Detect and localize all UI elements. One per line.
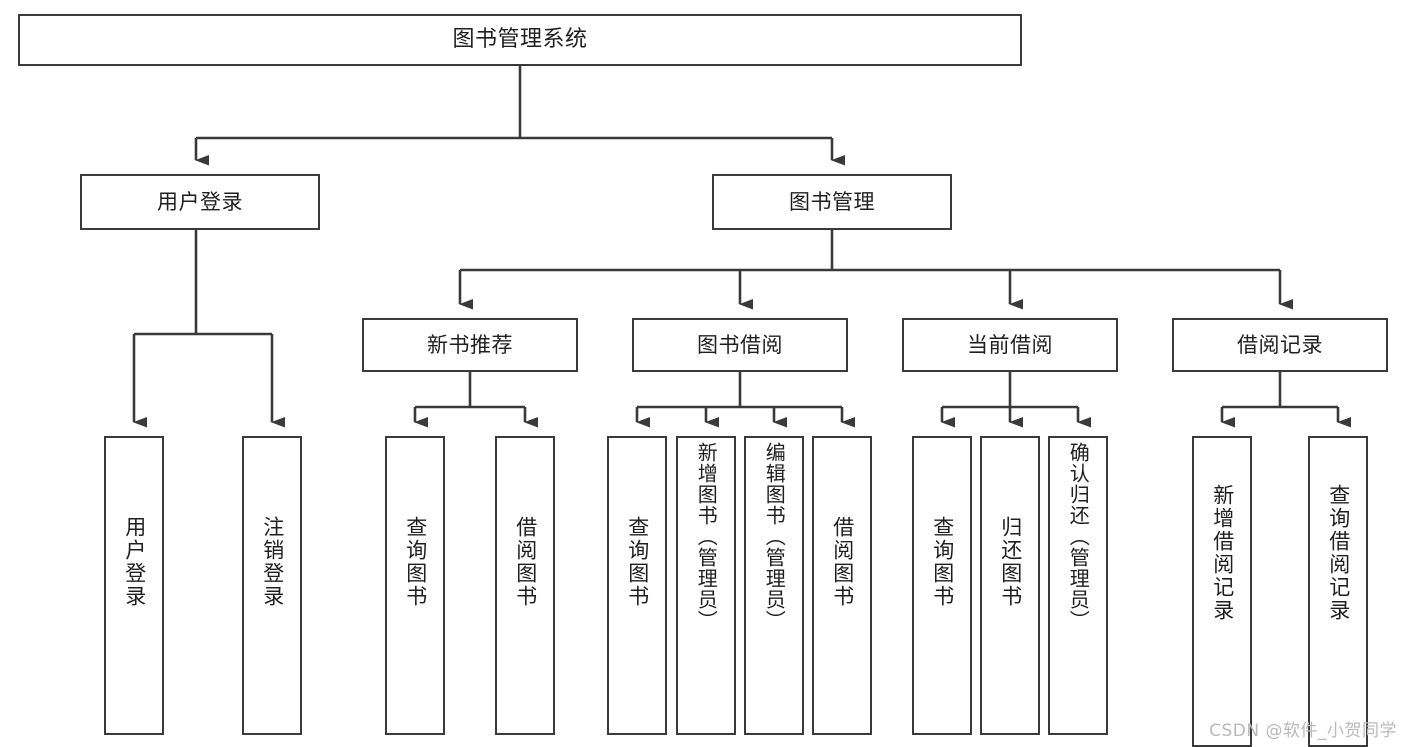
node-leaf-query-book-1[interactable]: 查询图书 xyxy=(385,436,445,735)
node-user-login-label: 用户登录 xyxy=(157,189,243,214)
node-leaf-query-book-3-label: 查询图书 xyxy=(930,516,955,608)
node-book-management[interactable]: 图书管理 xyxy=(712,174,952,230)
node-leaf-borrow-book-1-label: 借阅图书 xyxy=(513,516,538,608)
node-leaf-add-book-label: 新增图书（管理员） xyxy=(694,442,719,631)
node-leaf-query-book-3[interactable]: 查询图书 xyxy=(912,436,972,735)
node-leaf-edit-book[interactable]: 编辑图书（管理员） xyxy=(744,436,804,735)
node-leaf-logout[interactable]: 注销登录 xyxy=(242,436,302,735)
node-leaf-add-record-label: 新增借阅记录 xyxy=(1210,484,1235,622)
node-new-book-recommend-label: 新书推荐 xyxy=(427,332,513,357)
node-borrow-record[interactable]: 借阅记录 xyxy=(1172,318,1388,372)
node-book-borrow-label: 图书借阅 xyxy=(697,332,783,357)
node-borrow-record-label: 借阅记录 xyxy=(1237,332,1323,357)
node-leaf-borrow-book-2[interactable]: 借阅图书 xyxy=(812,436,872,735)
node-leaf-return-book[interactable]: 归还图书 xyxy=(980,436,1040,735)
node-leaf-query-book-1-label: 查询图书 xyxy=(403,516,428,608)
node-leaf-add-book[interactable]: 新增图书（管理员） xyxy=(676,436,736,735)
node-leaf-edit-book-label: 编辑图书（管理员） xyxy=(762,442,787,631)
watermark: CSDN @软件_小贺同学 xyxy=(1209,721,1397,741)
node-root-label: 图书管理系统 xyxy=(452,27,588,53)
node-leaf-borrow-book-1[interactable]: 借阅图书 xyxy=(495,436,555,735)
node-leaf-query-record-label: 查询借阅记录 xyxy=(1326,484,1351,622)
node-leaf-add-record[interactable]: 新增借阅记录 xyxy=(1192,436,1252,747)
node-new-book-recommend[interactable]: 新书推荐 xyxy=(362,318,578,372)
node-book-borrow[interactable]: 图书借阅 xyxy=(632,318,848,372)
node-leaf-query-record[interactable]: 查询借阅记录 xyxy=(1308,436,1368,747)
node-leaf-confirm-return-label: 确认归还（管理员） xyxy=(1066,442,1091,631)
node-current-borrow-label: 当前借阅 xyxy=(967,332,1053,357)
node-leaf-query-book-2-label: 查询图书 xyxy=(625,516,650,608)
node-root[interactable]: 图书管理系统 xyxy=(18,14,1022,66)
node-leaf-borrow-book-2-label: 借阅图书 xyxy=(830,516,855,608)
node-current-borrow[interactable]: 当前借阅 xyxy=(902,318,1118,372)
node-leaf-logout-label: 注销登录 xyxy=(260,516,285,608)
node-leaf-user-login[interactable]: 用户登录 xyxy=(104,436,164,735)
node-user-login[interactable]: 用户登录 xyxy=(80,174,320,230)
node-leaf-user-login-label: 用户登录 xyxy=(122,516,147,608)
node-leaf-return-book-label: 归还图书 xyxy=(998,516,1023,608)
node-leaf-confirm-return[interactable]: 确认归还（管理员） xyxy=(1048,436,1108,735)
node-leaf-query-book-2[interactable]: 查询图书 xyxy=(607,436,667,735)
node-book-management-label: 图书管理 xyxy=(789,189,875,214)
